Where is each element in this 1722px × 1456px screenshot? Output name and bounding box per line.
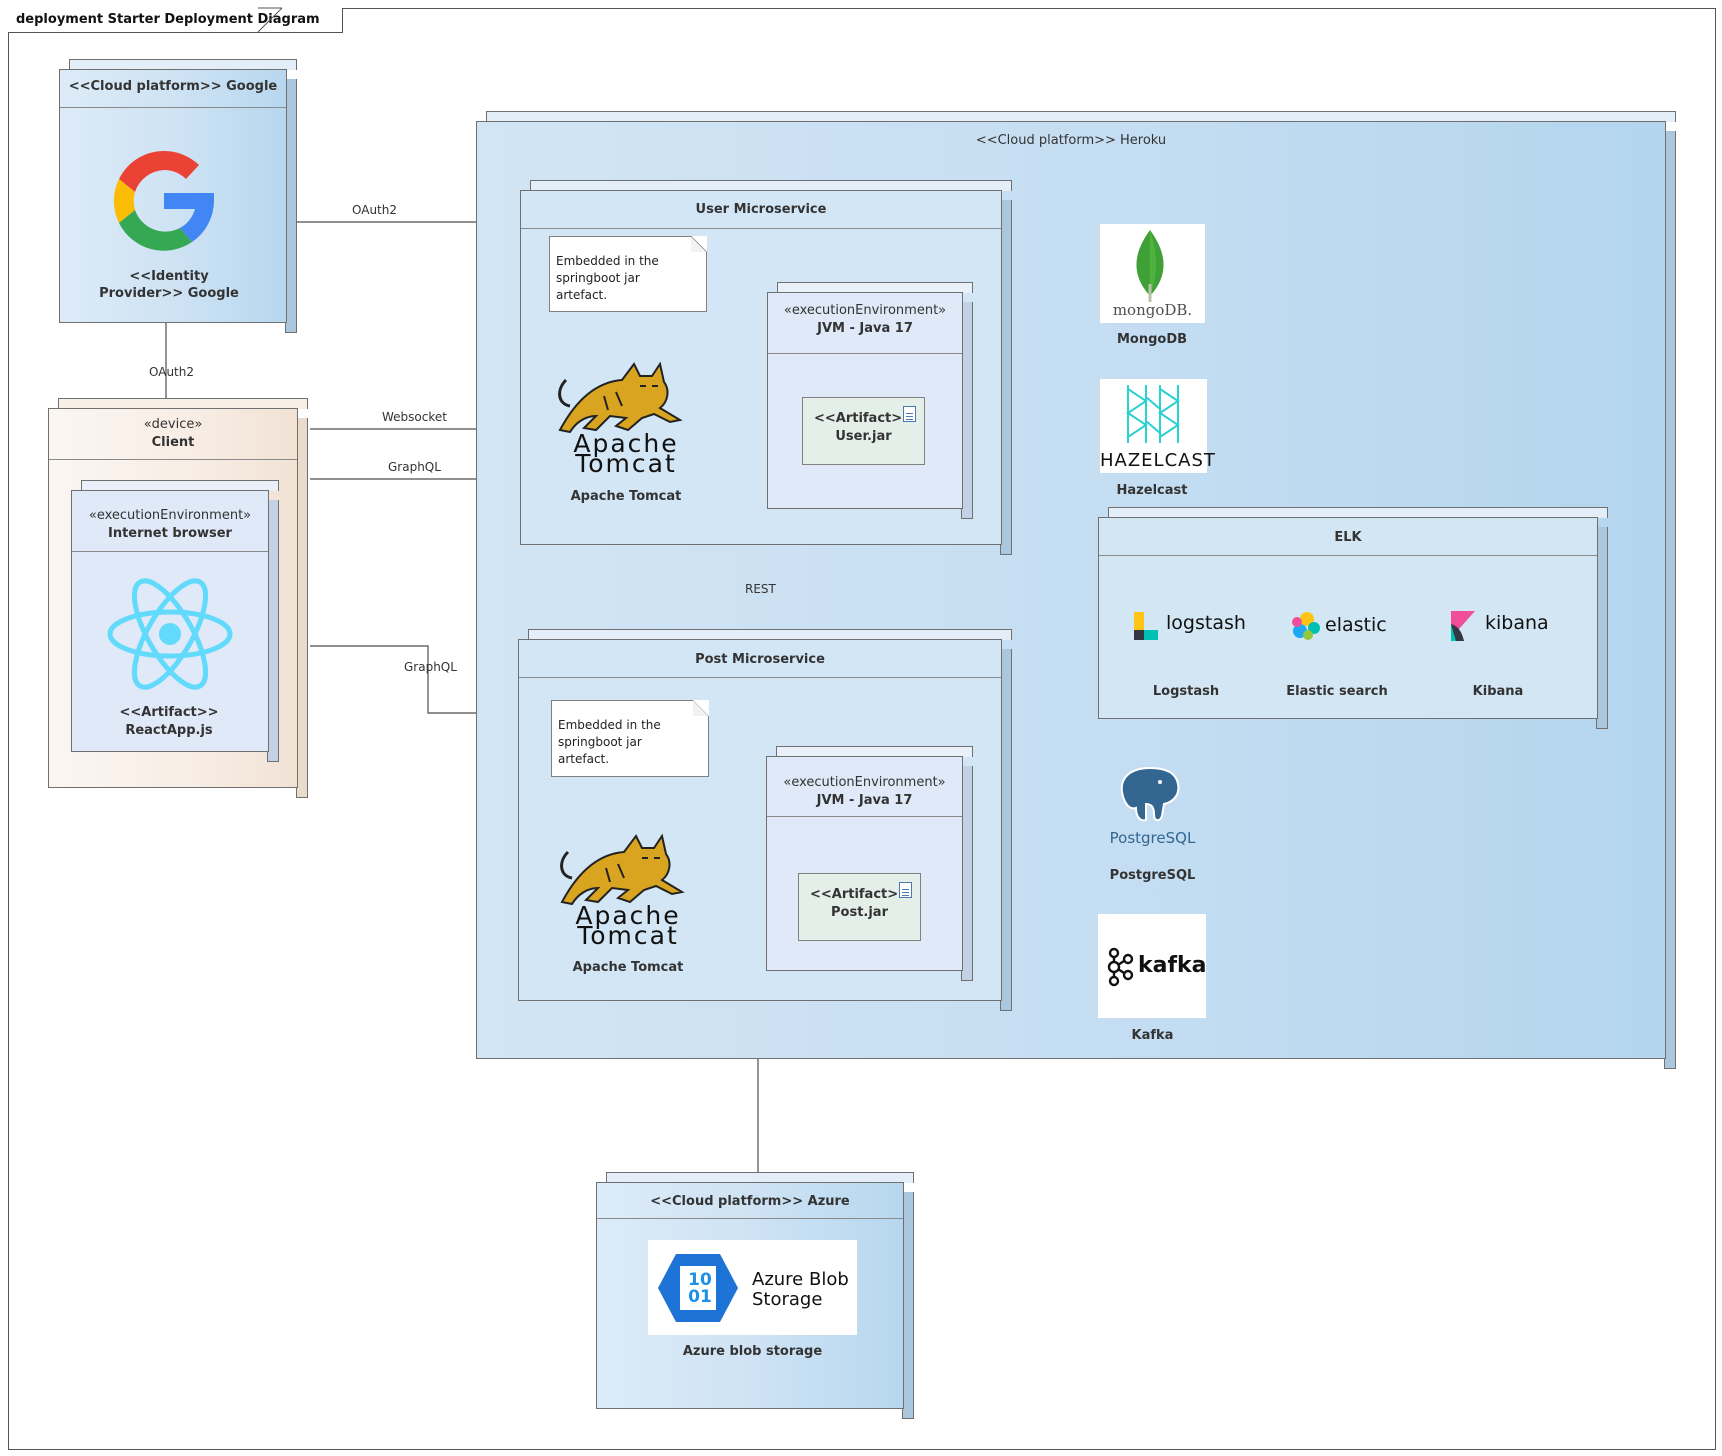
artifact-document-icon [899, 882, 912, 898]
kibana-wordmark: kibana [1485, 612, 1549, 634]
mongodb-leaf-icon [1136, 230, 1164, 302]
kibana-icon [1451, 611, 1475, 641]
post-jar-artifact[interactable]: <<Artifact>> Post.jar [798, 873, 921, 941]
postgresql-wordmark: PostgreSQL [1109, 829, 1196, 847]
logstash-wordmark: logstash [1166, 612, 1246, 634]
elastic-wordmark: elastic [1325, 614, 1387, 636]
connector-graphql-post [310, 645, 518, 714]
hazelcast-pattern-icon [1126, 385, 1180, 443]
azure-blob-logo: 10 01 Azure Blob Storage [648, 1240, 857, 1335]
connector-label-graphql-user: GraphQL [388, 460, 441, 474]
user-jar-artifact[interactable]: <<Artifact>> User.jar [802, 397, 925, 465]
google-logo-icon [113, 150, 214, 251]
diagram-title: deployment Starter Deployment Diagram [8, 8, 343, 33]
user-tomcat-wordmark: Apache Tomcat [573, 429, 679, 478]
elk-node[interactable]: ELK [1098, 507, 1608, 729]
user-note: Embedded in the springboot jar artefact. [549, 236, 707, 312]
hazelcast-logo: HAZELCAST [1100, 379, 1215, 473]
azure-bits: 10 01 [688, 1270, 712, 1307]
title-tab-corner [257, 7, 283, 33]
post-tomcat-label: Apache Tomcat [572, 960, 684, 975]
connector-label-oauth2-user: OAuth2 [352, 203, 397, 217]
google-header: <<Cloud platform>> Google [60, 70, 286, 108]
azure-blob-label: Azure blob storage [682, 1344, 823, 1359]
logstash-label: Logstash [1152, 684, 1220, 699]
elastic-icon [1292, 612, 1320, 640]
kafka-logo: kafka [1098, 914, 1207, 1018]
connector-label-oauth2-browser: OAuth2 [149, 365, 194, 379]
connector-label-websocket: Websocket [382, 410, 447, 424]
user-tomcat-label: Apache Tomcat [570, 489, 682, 504]
hazelcast-label: Hazelcast [1116, 483, 1188, 498]
postgresql-label: PostgreSQL [1109, 868, 1196, 883]
connector-label-graphql-post: GraphQL [404, 660, 457, 674]
logstash-icon [1134, 612, 1158, 640]
elk-header: ELK [1099, 518, 1597, 556]
mongodb-logo: mongoDB. [1100, 224, 1205, 323]
reactapp-artifact-label: <<Artifact>> ReactApp.js [119, 705, 219, 738]
post-tomcat-cat-icon [560, 833, 685, 906]
user-tomcat-cat-icon [558, 361, 683, 434]
internet-browser-node[interactable]: «executionEnvironment» Internet browser [71, 480, 279, 762]
postgresql-elephant-icon [1120, 766, 1180, 822]
google-idp-label: <<Identity Provider>> Google [99, 269, 239, 301]
post-note: Embedded in the springboot jar artefact. [551, 700, 709, 777]
react-logo-icon [107, 578, 233, 690]
heroku-header: <<Cloud platform>> Heroku [975, 133, 1167, 148]
azure-blob-wordmark: Azure Blob Storage [752, 1269, 849, 1310]
post-tomcat-wordmark: Apache Tomcat [575, 901, 681, 950]
browser-header: «executionEnvironment» Internet browser [72, 491, 268, 552]
diagram-frame [8, 8, 1716, 1450]
client-header: «device» Client [49, 409, 297, 460]
mongodb-label: MongoDB [1116, 332, 1188, 347]
kibana-label: Kibana [1472, 684, 1524, 699]
kafka-icon [1107, 947, 1134, 987]
artifact-document-icon [903, 406, 916, 422]
user-microservice-header: User Microservice [521, 191, 1001, 229]
kafka-label: Kafka [1131, 1028, 1174, 1043]
azure-header: <<Cloud platform>> Azure [597, 1183, 903, 1219]
connector-label-rest: REST [745, 582, 776, 596]
post-microservice-header: Post Microservice [519, 640, 1001, 678]
azure-blob-icon [658, 1254, 738, 1322]
user-jvm-header: «executionEnvironment» JVM - Java 17 [768, 293, 962, 354]
post-jvm-header: «executionEnvironment» JVM - Java 17 [767, 757, 962, 817]
elastic-label: Elastic search [1286, 684, 1388, 699]
